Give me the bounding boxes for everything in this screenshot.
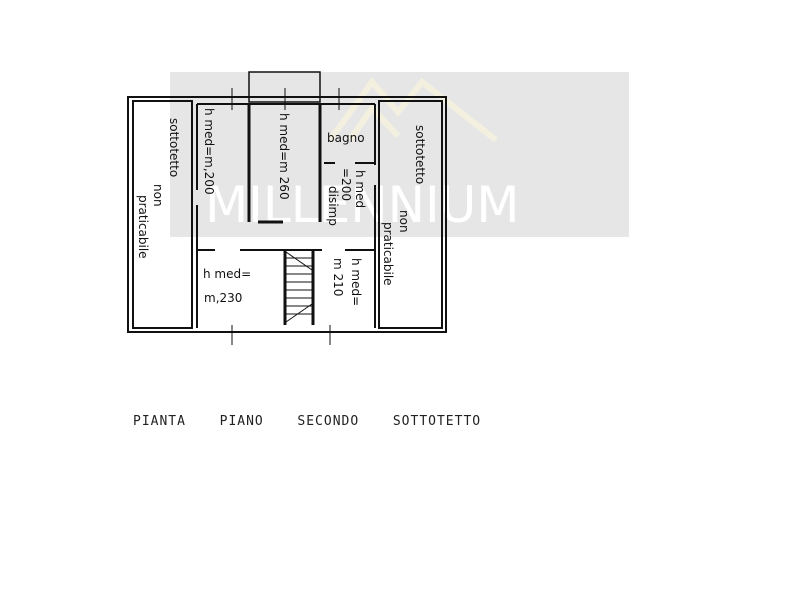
watermark-band — [170, 72, 629, 237]
room-bottom-left-label-1: h med= — [203, 267, 251, 281]
left-attic-label-1: sottotetto — [167, 118, 181, 177]
window-marks — [231, 88, 340, 345]
watermark-text: MILLENNIUM — [205, 176, 519, 234]
room-top-middle-label: h med=m 260 — [277, 113, 291, 200]
right-attic-label-2: non — [397, 210, 411, 233]
right-attic-label-1: sottotetto — [413, 125, 427, 184]
room-bottom-left-label-2: m,230 — [204, 291, 242, 305]
hall-height-label: =200 — [339, 168, 353, 201]
bathroom-label: bagno — [327, 131, 365, 145]
room-bottom-right-label-1: m 210 — [331, 258, 345, 296]
room-top-left-label: h med=m,200 — [202, 108, 216, 195]
left-attic-label-2: non — [151, 184, 165, 207]
plan-caption: PIANTA PIANO SECONDO SOTTOTETTO — [133, 414, 482, 429]
stairs — [285, 251, 313, 323]
walls — [127, 71, 447, 333]
hall-hmed-label: h med — [353, 170, 367, 208]
right-attic-label-3: praticabile — [381, 222, 395, 286]
left-attic-label-3: praticabile — [136, 195, 150, 259]
room-bottom-right-label-2: h med= — [349, 258, 363, 306]
hall-label: disimp — [326, 186, 340, 226]
